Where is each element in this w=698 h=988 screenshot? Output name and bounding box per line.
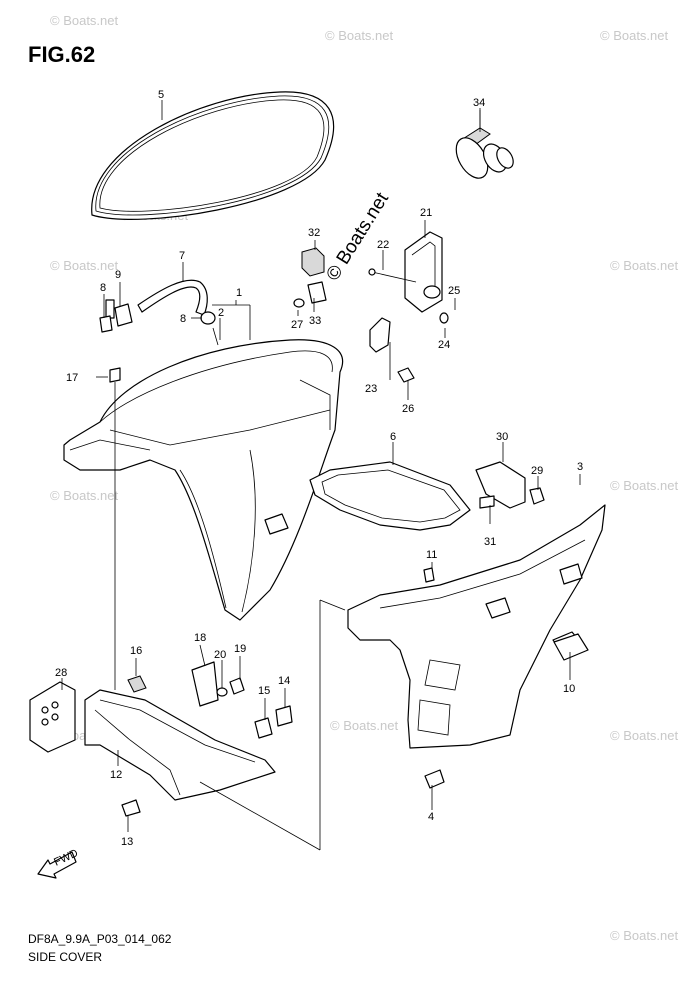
watermark-text: © Boats.net [610,478,679,493]
figure-title: FIG.62 [28,42,96,67]
part-plug [553,633,589,661]
watermark-text: © Boats.net [50,13,119,28]
part-clip [293,247,327,308]
part-number-labels: 1 2 3 4 5 6 7 8 8 9 10 11 12 13 14 15 16… [55,89,583,848]
part-seal-gasket [309,461,471,531]
watermark-text: © Boats.net [50,258,119,273]
part-number-label: 24 [438,339,450,351]
part-number-label: 12 [110,769,122,781]
part-number-label: 20 [214,649,226,661]
part-lock-bracket [475,461,545,509]
part-number-label: 34 [473,97,485,109]
watermark-diagonal: © Boats.net [322,188,393,284]
part-number-label: 10 [563,683,575,695]
part-number-label: 28 [55,667,67,679]
part-bolts [109,367,445,789]
part-bottom-cowling [63,339,344,621]
part-grommet [455,108,514,179]
part-seal-ring [91,91,335,220]
part-number-label: 27 [291,319,303,331]
part-number-label: 16 [130,645,142,657]
part-small-hardware [121,661,293,817]
part-number-label: 9 [115,269,121,281]
part-number-label: 26 [402,403,414,415]
part-number-label: 21 [420,207,432,219]
part-number-label: 17 [66,372,78,384]
part-number-label: 32 [308,227,320,239]
part-number-label: 4 [428,811,434,823]
part-number-label: 7 [179,250,185,262]
part-number-label: 25 [448,285,460,297]
part-number-label: 15 [258,685,270,697]
part-number-label: 6 [390,431,396,443]
part-number-label: 23 [365,383,377,395]
part-hose [99,279,219,346]
watermark-text: © Boats.net [330,718,399,733]
diagram-caption: SIDE COVER [28,950,103,964]
part-number-label: 14 [278,675,290,687]
part-number-label: 5 [158,89,164,101]
watermark-text: © Boats.net [325,28,394,43]
watermark-text: © Boats.net [600,28,669,43]
part-number-label: 8 [180,313,186,325]
part-bracket [369,317,415,383]
part-number-label: 13 [121,836,133,848]
part-number-label: 18 [194,632,206,644]
part-number-label: 22 [377,239,389,251]
watermark-text: © Boats.net [610,728,679,743]
watermark-text: © Boats.net [610,258,679,273]
leader-lines [61,100,581,851]
part-number-label: 29 [531,465,543,477]
part-latch [368,231,449,324]
part-side-cover [347,504,606,749]
part-number-label: 31 [484,536,496,548]
part-number-label: 8 [100,282,106,294]
part-lower-bracket [29,681,276,801]
part-number-label: 30 [496,431,508,443]
part-number-label: 33 [309,315,321,327]
part-number-label: 3 [577,461,583,473]
part-number-label: 2 [218,307,224,319]
part-number-label: 19 [234,643,246,655]
watermark-text: © Boats.net [610,928,679,943]
part-number-label: 11 [426,549,437,561]
part-number-label: 1 [236,287,242,299]
watermark-text: © Boats.net [50,488,119,503]
diagram-code: DF8A_9.9A_P03_014_062 [28,932,172,946]
fwd-arrow-icon: FWD [37,847,80,879]
